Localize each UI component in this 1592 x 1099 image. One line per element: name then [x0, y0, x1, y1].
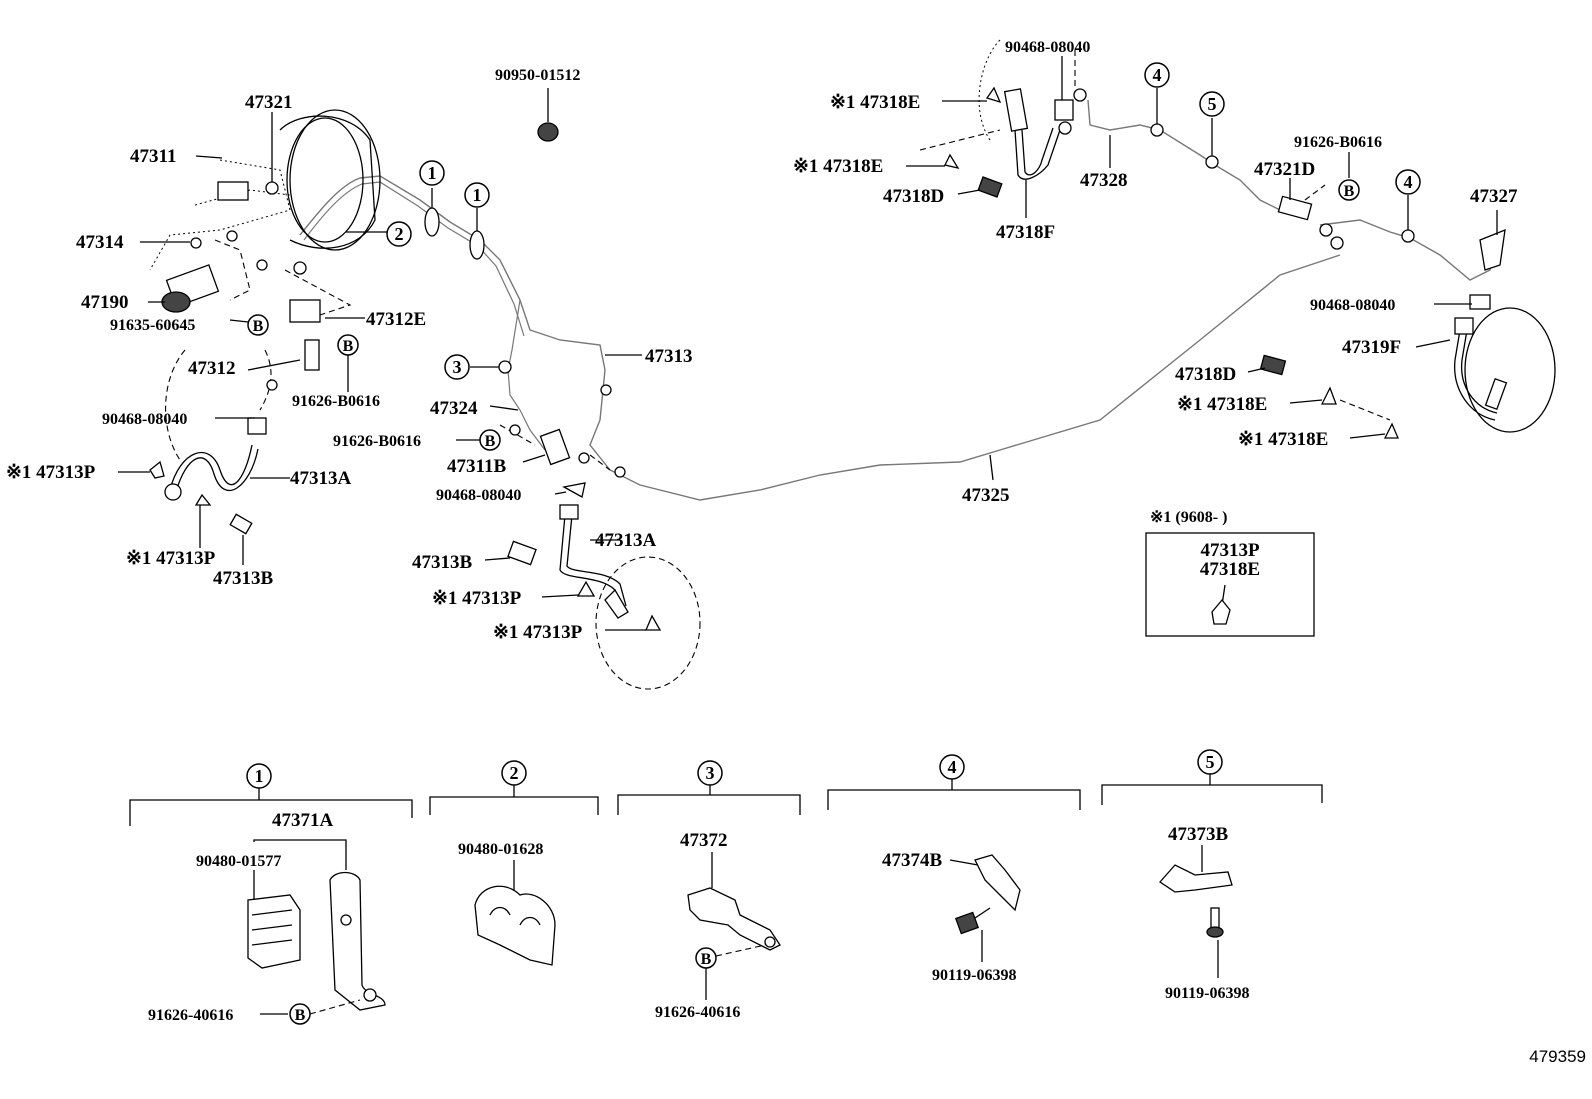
- label-91626-40616-b: 91626-40616: [655, 1004, 740, 1021]
- label-47321: 47321: [245, 92, 293, 113]
- label-47318F: 47318F: [996, 222, 1055, 243]
- callout-4-a: 4: [1153, 65, 1162, 85]
- figure-number: 479359: [1529, 1047, 1586, 1066]
- detail-marker-b-1: B: [295, 1007, 306, 1024]
- label-47313P-b: ※1 47313P: [126, 548, 216, 569]
- main-brake-pipe: [299, 99, 1496, 501]
- label-90119-06398-b: 90119-06398: [1165, 985, 1249, 1002]
- detail-callout-4: 4: [948, 757, 957, 777]
- label-47373B: 47373B: [1168, 824, 1229, 845]
- detail-group-2: 2 90480-01628: [429, 760, 599, 966]
- clip-icon: [1211, 598, 1231, 625]
- label-47313P-c: ※1 47313P: [432, 588, 522, 609]
- label-47319F: 47319F: [1342, 337, 1401, 358]
- detail-callout-3: 3: [706, 763, 715, 783]
- grommet-icon: [537, 122, 559, 142]
- label-47328: 47328: [1080, 170, 1128, 191]
- right-front-flex-hose: [499, 384, 701, 690]
- label-91626-B0616-c: 91626-B0616: [1294, 134, 1382, 151]
- label-47312: 47312: [188, 358, 236, 379]
- label-47318E-a: ※1 47318E: [830, 92, 920, 113]
- label-47318E-c: ※1 47318E: [1177, 394, 1267, 415]
- label-47313P-d: ※1 47313P: [493, 622, 583, 643]
- label-47314: 47314: [76, 232, 124, 253]
- label-90950-01512: 90950-01512: [495, 67, 580, 84]
- label-47327: 47327: [1470, 186, 1518, 207]
- marker-b-a: B: [253, 318, 264, 335]
- legend-line-2: 47318E: [1200, 559, 1260, 580]
- label-47318E-d: ※1 47318E: [1238, 429, 1328, 450]
- label-47313: 47313: [645, 346, 693, 367]
- label-47313A-b: 47313A: [595, 530, 657, 551]
- leader-lines: [118, 56, 1498, 631]
- label-47190: 47190: [81, 292, 129, 313]
- detail-callout-2: 2: [510, 763, 519, 783]
- marker-b-c: B: [485, 433, 496, 450]
- label-47318D-b: 47318D: [1175, 364, 1236, 385]
- label-47313B-b: 47313B: [412, 552, 473, 573]
- label-47313B-a: 47313B: [213, 568, 274, 589]
- label-90480-01628: 90480-01628: [458, 841, 543, 858]
- legend-title: ※1 (9608- ): [1150, 509, 1227, 526]
- label-47313A-a: 47313A: [290, 468, 352, 489]
- detail-group-4: 4 47374B 90119-06398: [827, 754, 1081, 984]
- label-47372: 47372: [680, 830, 728, 851]
- detail-group-1: 1 47371A 90480-01577 91626-40616 B: [129, 763, 413, 1025]
- rear-left-flex-hose: [919, 39, 1087, 198]
- label-47311B: 47311B: [447, 456, 506, 477]
- callout-4-b: 4: [1404, 172, 1413, 192]
- label-91626-B0616-b: 91626-B0616: [333, 433, 421, 450]
- callout-5: 5: [1208, 94, 1217, 114]
- label-90468-08040-c: 90468-08040: [1005, 39, 1090, 56]
- callout-1-b: 1: [473, 185, 482, 205]
- legend-line-1: 47313P: [1200, 540, 1260, 561]
- marker-b-b: B: [343, 338, 354, 355]
- detail-callout-5: 5: [1206, 752, 1215, 772]
- detail-marker-b-3: B: [701, 951, 712, 968]
- label-47318E-b: ※1 47318E: [793, 156, 883, 177]
- marker-b-d: B: [1344, 183, 1355, 200]
- label-47371A: 47371A: [272, 810, 334, 831]
- label-90468-08040-a: 90468-08040: [102, 411, 187, 428]
- callout-2: 2: [395, 224, 404, 244]
- label-47318D-a: 47318D: [883, 186, 944, 207]
- detail-callout-1: 1: [255, 766, 264, 786]
- label-91635-60645: 91635-60645: [110, 317, 195, 334]
- label-90480-01577: 90480-01577: [196, 853, 281, 870]
- label-47313P-a: ※1 47313P: [6, 462, 96, 483]
- callout-3: 3: [453, 357, 462, 377]
- rear-right-flex-hose: [1259, 184, 1556, 439]
- detail-group-3: 3 47372 B 91626-40616: [617, 760, 801, 1021]
- label-47324: 47324: [430, 398, 478, 419]
- left-front-flex-hose: [149, 349, 278, 535]
- label-90468-08040-d: 90468-08040: [1310, 297, 1395, 314]
- part-labels: 90950-01512 47321 47311 47314 47190 9163…: [6, 39, 1518, 643]
- label-90119-06398-a: 90119-06398: [932, 967, 1016, 984]
- label-47374B: 47374B: [882, 850, 943, 871]
- callout-markers: 1 1 2 3 4 5 4 B B B B: [247, 62, 1421, 451]
- legend-box: ※1 (9608- ) 47313P 47318E: [1145, 509, 1315, 637]
- label-47311: 47311: [130, 146, 176, 167]
- master-cylinder-assembly: [149, 109, 381, 371]
- label-91626-B0616-a: 91626-B0616: [292, 393, 380, 410]
- label-90468-08040-b: 90468-08040: [436, 487, 521, 504]
- detail-group-5: 5 47373B 90119-06398: [1101, 749, 1323, 1002]
- callout-1-a: 1: [428, 163, 437, 183]
- label-91626-40616-a: 91626-40616: [148, 1007, 233, 1024]
- label-47312E: 47312E: [366, 309, 426, 330]
- label-47325: 47325: [962, 485, 1010, 506]
- label-47321D: 47321D: [1254, 159, 1315, 180]
